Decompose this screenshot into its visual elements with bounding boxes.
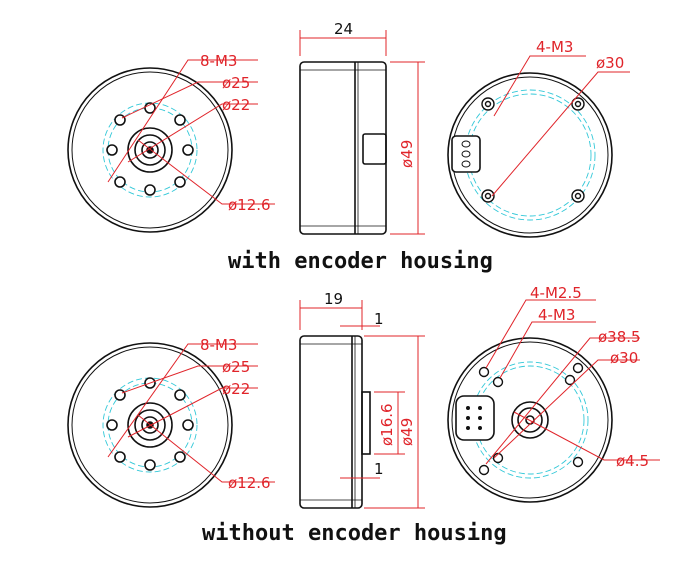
top-back-view [447,72,613,238]
bottom-side-step-top: 1 [374,310,384,328]
top-front-dimension-lines [107,59,275,205]
bottom-back-dimension-lines [485,299,660,465]
bottom-front-view [67,342,233,508]
top-front-view [67,67,233,233]
top-front-diameter-12-6: ø12.6 [228,196,271,214]
bottom-back-diameter-4-5: ø4.5 [616,452,649,470]
top-back-dimension-lines [491,55,630,197]
top-caption: with encoder housing [228,249,493,274]
top-side-dimension-lines [299,30,425,235]
bottom-side-dimension-lines [299,300,425,509]
bottom-front-bolt-label: 8-M3 [200,336,237,354]
bottom-front-diameter-12-6: ø12.6 [228,474,271,492]
top-front-bolt-label: 8-M3 [200,52,237,70]
bottom-side-view [299,335,371,509]
bottom-back-diameter-30: ø30 [610,349,638,367]
bottom-side-height: ø49 [398,418,416,446]
top-front-diameter-25: ø25 [222,74,250,92]
bottom-front-dimension-lines [107,343,275,483]
bottom-caption: without encoder housing [202,521,507,546]
top-side-height: ø49 [398,140,416,168]
bottom-back-diameter-38-5: ø38.5 [598,328,641,346]
top-side-width: 24 [334,20,353,38]
bottom-front-diameter-25: ø25 [222,358,250,376]
bottom-side-width: 19 [324,290,343,308]
top-back-bolt-label: 4-M3 [536,38,573,56]
bottom-front-diameter-22: ø22 [222,380,250,398]
bottom-side-step-bottom: 1 [374,460,384,478]
top-back-diameter-30: ø30 [596,54,624,72]
bottom-back-bolt-label-m2-5: 4-M2.5 [530,284,582,302]
top-side-view [299,61,387,235]
bottom-side-inner-diameter: ø16.6 [378,403,396,446]
bottom-back-bolt-label-m3: 4-M3 [538,306,575,324]
top-front-diameter-22: ø22 [222,96,250,114]
